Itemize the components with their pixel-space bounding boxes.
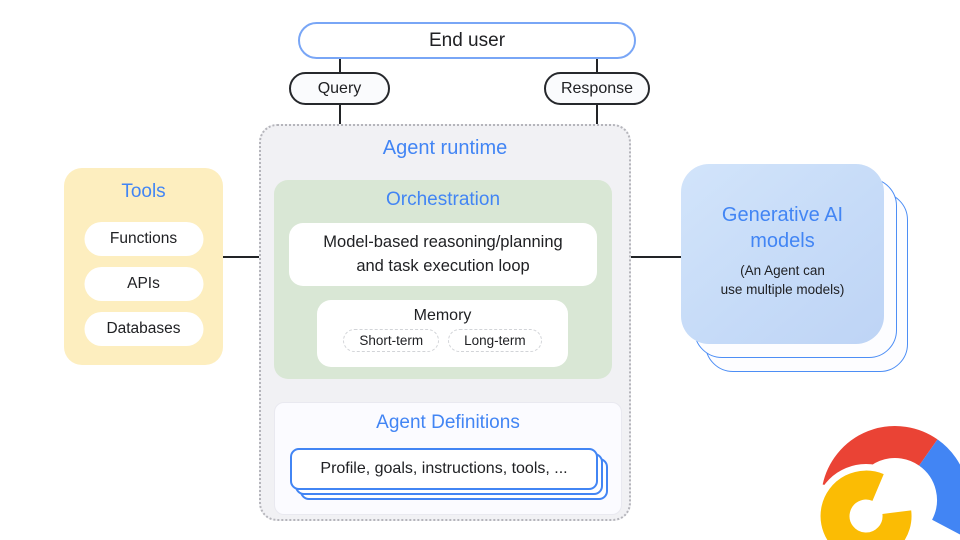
genai-note-line-2: use multiple models) (720, 281, 845, 297)
tool-item-functions: Functions (84, 222, 203, 256)
memory-node: Memory Short-term Long-term (317, 300, 568, 367)
genai-title-line-1: Generative AI (721, 204, 844, 226)
memory-pills: Short-term Long-term (317, 329, 568, 352)
google-cloud-logo-icon (814, 426, 960, 540)
tool-item-label: Functions (109, 230, 178, 247)
agent-definition-card: Profile, goals, instructions, tools, ... (290, 448, 598, 490)
genai-note: (An Agent can use multiple models) (681, 261, 884, 299)
logo-blue-arc (918, 439, 960, 535)
tool-item-databases: Databases (84, 312, 203, 346)
agent-definitions-title: Agent Definitions (376, 412, 520, 433)
agent-runtime-container: Agent runtime Orchestration Model-based … (259, 124, 631, 521)
tools-group: Tools Functions APIs Databases (64, 168, 223, 365)
tool-item-apis: APIs (84, 267, 203, 301)
genai-models-node: Generative AI models (An Agent can use m… (681, 164, 884, 344)
reasoning-line-2: and task execution loop (356, 256, 530, 275)
genai-title: Generative AI models (681, 202, 884, 255)
agent-runtime-title: Agent runtime (382, 137, 508, 159)
connector-query-runtime (339, 105, 341, 124)
orchestration-group: Orchestration Model-based reasoning/plan… (274, 180, 612, 379)
reasoning-loop-node: Model-based reasoning/planning and task … (289, 223, 597, 286)
tool-item-label: APIs (127, 275, 160, 292)
orchestration-title: Orchestration (385, 189, 501, 210)
long-term-pill: Long-term (448, 329, 542, 352)
logo-yellow-arc (820, 470, 912, 540)
connector-tools-runtime (222, 256, 259, 258)
connector-enduser-query (339, 59, 341, 72)
tool-item-label: Databases (106, 320, 181, 337)
memory-title: Memory (413, 307, 472, 324)
connector-runtime-models (631, 256, 681, 258)
query-node: Query (289, 72, 390, 105)
agent-definitions-group: Agent Definitions Profile, goals, instru… (274, 402, 622, 515)
short-term-pill: Short-term (343, 329, 440, 352)
end-user-label: End user (428, 29, 506, 51)
genai-note-line-1: (An Agent can (740, 262, 825, 278)
agent-definition-card-label: Profile, goals, instructions, tools, ... (320, 460, 568, 477)
tools-title: Tools (121, 181, 166, 202)
connector-response-runtime (596, 105, 598, 124)
query-label: Query (317, 79, 362, 97)
response-node: Response (544, 72, 650, 105)
connector-enduser-response (596, 59, 598, 72)
genai-title-line-2: models (750, 230, 815, 253)
response-label: Response (560, 79, 634, 97)
reasoning-line-1: Model-based reasoning/planning (323, 233, 563, 252)
end-user-node: End user (298, 22, 636, 59)
